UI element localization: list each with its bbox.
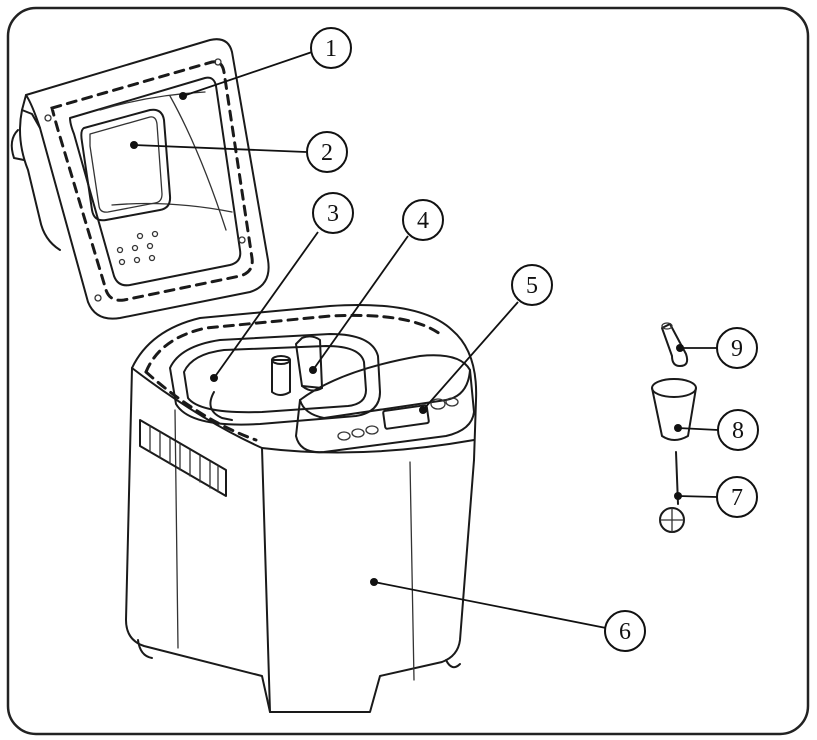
diagram-frame <box>6 6 810 736</box>
leader-dots <box>130 92 684 586</box>
measuring-cup <box>651 378 697 441</box>
callout-7: 7 <box>716 476 758 518</box>
callout-2-label: 2 <box>321 140 333 166</box>
lid <box>10 38 270 320</box>
callout-4: 4 <box>402 199 444 241</box>
bread-pan <box>169 333 381 426</box>
callout-6-label: 6 <box>619 619 631 645</box>
callout-2: 2 <box>306 131 348 173</box>
callout-9-label: 9 <box>731 336 743 362</box>
callout-5-label: 5 <box>526 273 538 299</box>
housing <box>125 304 478 713</box>
callout-3: 3 <box>312 192 354 234</box>
callout-1: 1 <box>310 27 352 69</box>
callout-1-label: 1 <box>325 36 337 62</box>
callout-5: 5 <box>511 264 553 306</box>
callout-7-label: 7 <box>731 485 743 511</box>
callout-9: 9 <box>716 327 758 369</box>
callout-8-label: 8 <box>732 418 744 444</box>
control-panel <box>295 354 475 454</box>
callout-4-label: 4 <box>417 208 429 234</box>
measuring-spoon <box>661 322 689 367</box>
display-window <box>382 404 430 430</box>
callout-6: 6 <box>604 610 646 652</box>
side-vent <box>139 419 227 497</box>
viewing-window <box>80 108 172 222</box>
kneading-blade <box>271 335 323 396</box>
callout-8: 8 <box>717 409 759 451</box>
leader-lines <box>133 51 719 629</box>
callout-3-label: 3 <box>327 201 339 227</box>
